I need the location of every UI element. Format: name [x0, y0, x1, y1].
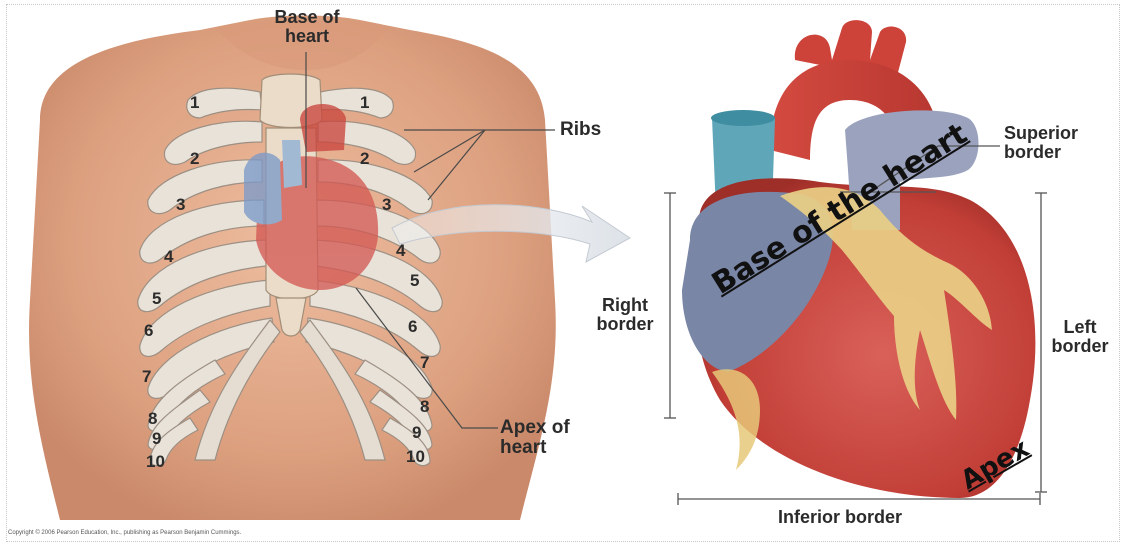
rib-number-right: 9	[412, 423, 421, 442]
ribs-leader-line	[413, 129, 486, 173]
rib-numbers-right: 1 2 3 4 5 6 7 8 9 10	[360, 93, 429, 466]
rib-number-left: 10	[146, 452, 165, 471]
chest-aorta	[300, 103, 346, 152]
rib-number-right: 4	[396, 241, 406, 260]
apex-leader-line	[355, 287, 498, 429]
heart-in-chest	[244, 103, 379, 290]
rib-number-right: 6	[408, 317, 417, 336]
costal-cartilage	[194, 319, 386, 461]
chest-vena	[282, 140, 302, 188]
rib-number-left: 4	[164, 247, 174, 266]
chest-heart-atrium	[244, 152, 282, 225]
rib-number-right: 1	[360, 93, 369, 112]
rib-number-right: 2	[360, 149, 369, 168]
rib-number-left: 6	[144, 321, 153, 340]
rib-number-left: 1	[190, 93, 199, 112]
rib-left-7	[147, 317, 275, 399]
chest-heart-body	[256, 156, 379, 290]
superior-border-leader	[869, 145, 1000, 193]
leader-lines-left	[305, 52, 555, 429]
rib-number-right: 5	[410, 271, 419, 290]
pulmonary-trunk	[845, 110, 979, 230]
rib-right-6	[309, 279, 441, 358]
rib-left-3	[147, 159, 263, 215]
rib-number-left: 2	[190, 149, 199, 168]
xiphoid	[275, 297, 307, 337]
rib-numbers-left: 1 2 3 4 5 6 7 8 9 10	[142, 93, 199, 471]
coronary-fat	[780, 187, 992, 420]
image-frame	[6, 4, 1120, 542]
rib-right-7	[305, 317, 433, 399]
rib-left-1	[186, 87, 263, 119]
right-atrium	[682, 191, 833, 372]
rib-left-5	[137, 239, 267, 313]
connecting-arrow	[391, 204, 631, 263]
label-ribs: Ribs	[560, 119, 602, 140]
rib-number-left: 8	[148, 409, 157, 428]
vena-cava-opening	[711, 110, 775, 126]
marginal-fat	[712, 369, 760, 470]
rib-number-right: 7	[420, 353, 429, 372]
ribs-leader-line	[427, 129, 486, 201]
rib-number-left: 7	[142, 367, 151, 386]
label-inferior-border: Inferior border	[778, 507, 903, 527]
neck-shadow	[215, 20, 390, 70]
rib-left-4	[139, 199, 265, 264]
rib-right-1	[317, 87, 394, 119]
rib-left-10	[149, 417, 199, 467]
rib-left-2	[163, 120, 263, 165]
rib-left-6	[139, 279, 271, 358]
rib-number-left: 3	[176, 195, 185, 214]
rib-number-right: 8	[420, 397, 429, 416]
rib-number-right: 10	[406, 447, 425, 466]
rib-right-10	[381, 417, 431, 467]
copyright-notice: Copyright © 2006 Pearson Education, Inc.…	[8, 530, 242, 536]
rib-number-left: 9	[152, 429, 161, 448]
rib-number-right: 3	[382, 195, 391, 214]
heart	[664, 20, 1047, 505]
rib-number-left: 5	[152, 289, 161, 308]
border-brackets	[664, 145, 1047, 505]
